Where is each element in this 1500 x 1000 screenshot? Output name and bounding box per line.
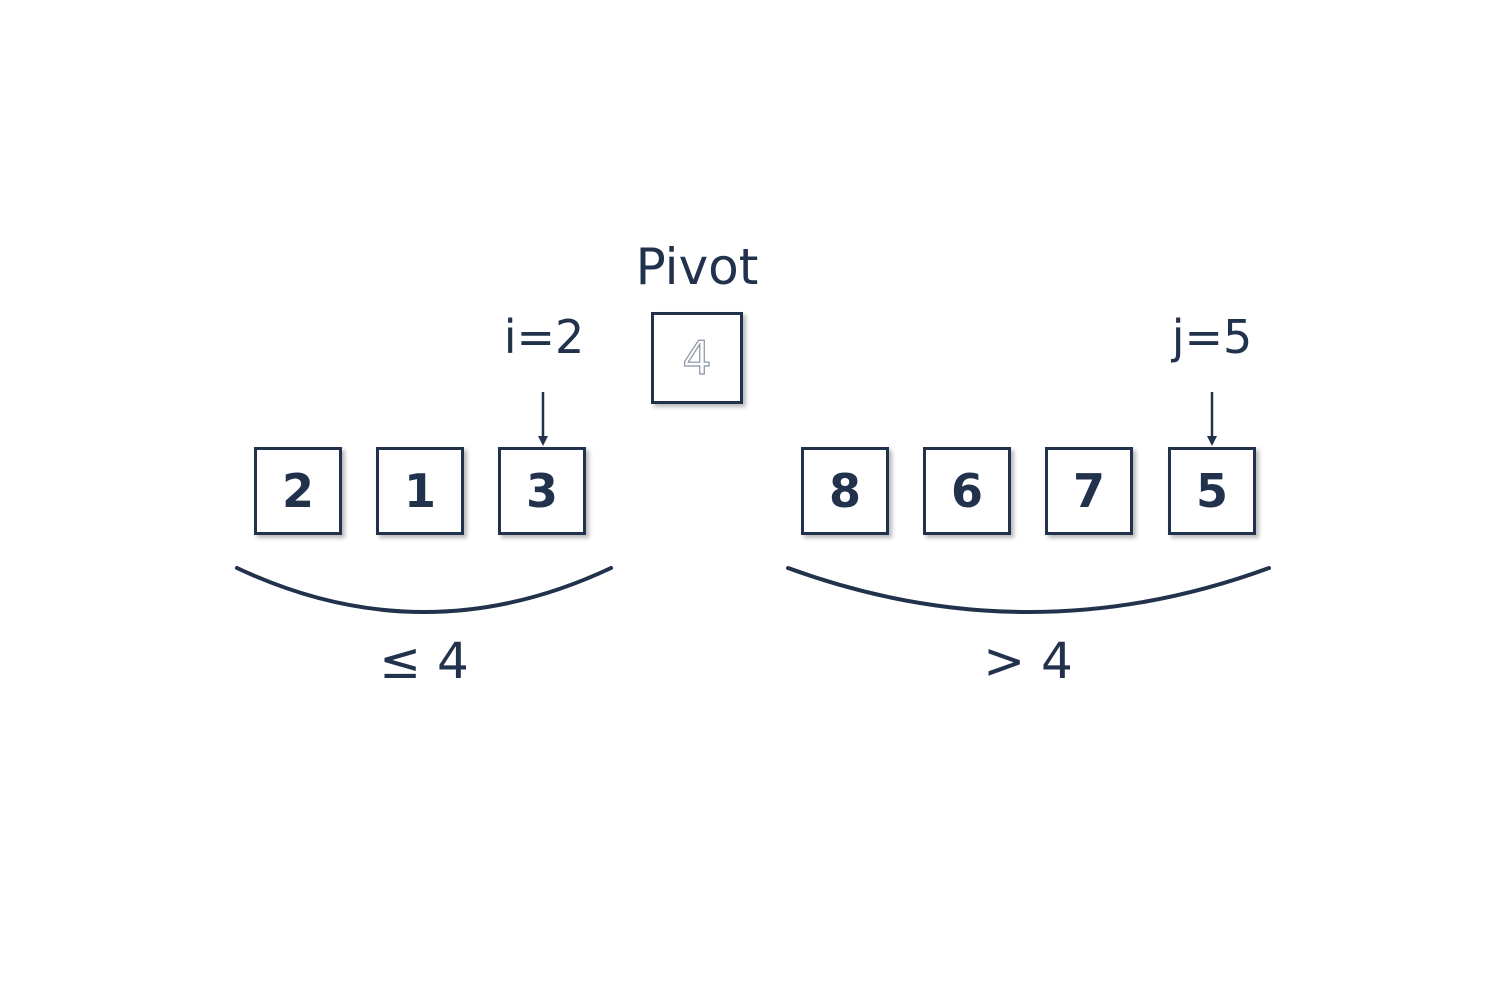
pivot-label: Pivot — [635, 238, 759, 296]
right-partition-brace — [786, 566, 1271, 614]
pivot-value: 4 — [682, 330, 712, 385]
array-cell: 2 — [254, 447, 342, 535]
array-cell: 3 — [498, 447, 586, 535]
left-partition-condition: ≤ 4 — [379, 632, 469, 690]
array-cell: 6 — [923, 447, 1011, 535]
right-partition-condition: > 4 — [983, 632, 1073, 690]
array-cell: 5 — [1168, 447, 1256, 535]
array-cell: 8 — [801, 447, 889, 535]
j-pointer-label: j=5 — [1171, 310, 1253, 364]
i-pointer-label: i=2 — [503, 310, 585, 364]
pivot-box: 4 — [651, 312, 743, 404]
array-cell: 7 — [1045, 447, 1133, 535]
left-partition-brace — [235, 566, 613, 614]
array-cell: 1 — [376, 447, 464, 535]
